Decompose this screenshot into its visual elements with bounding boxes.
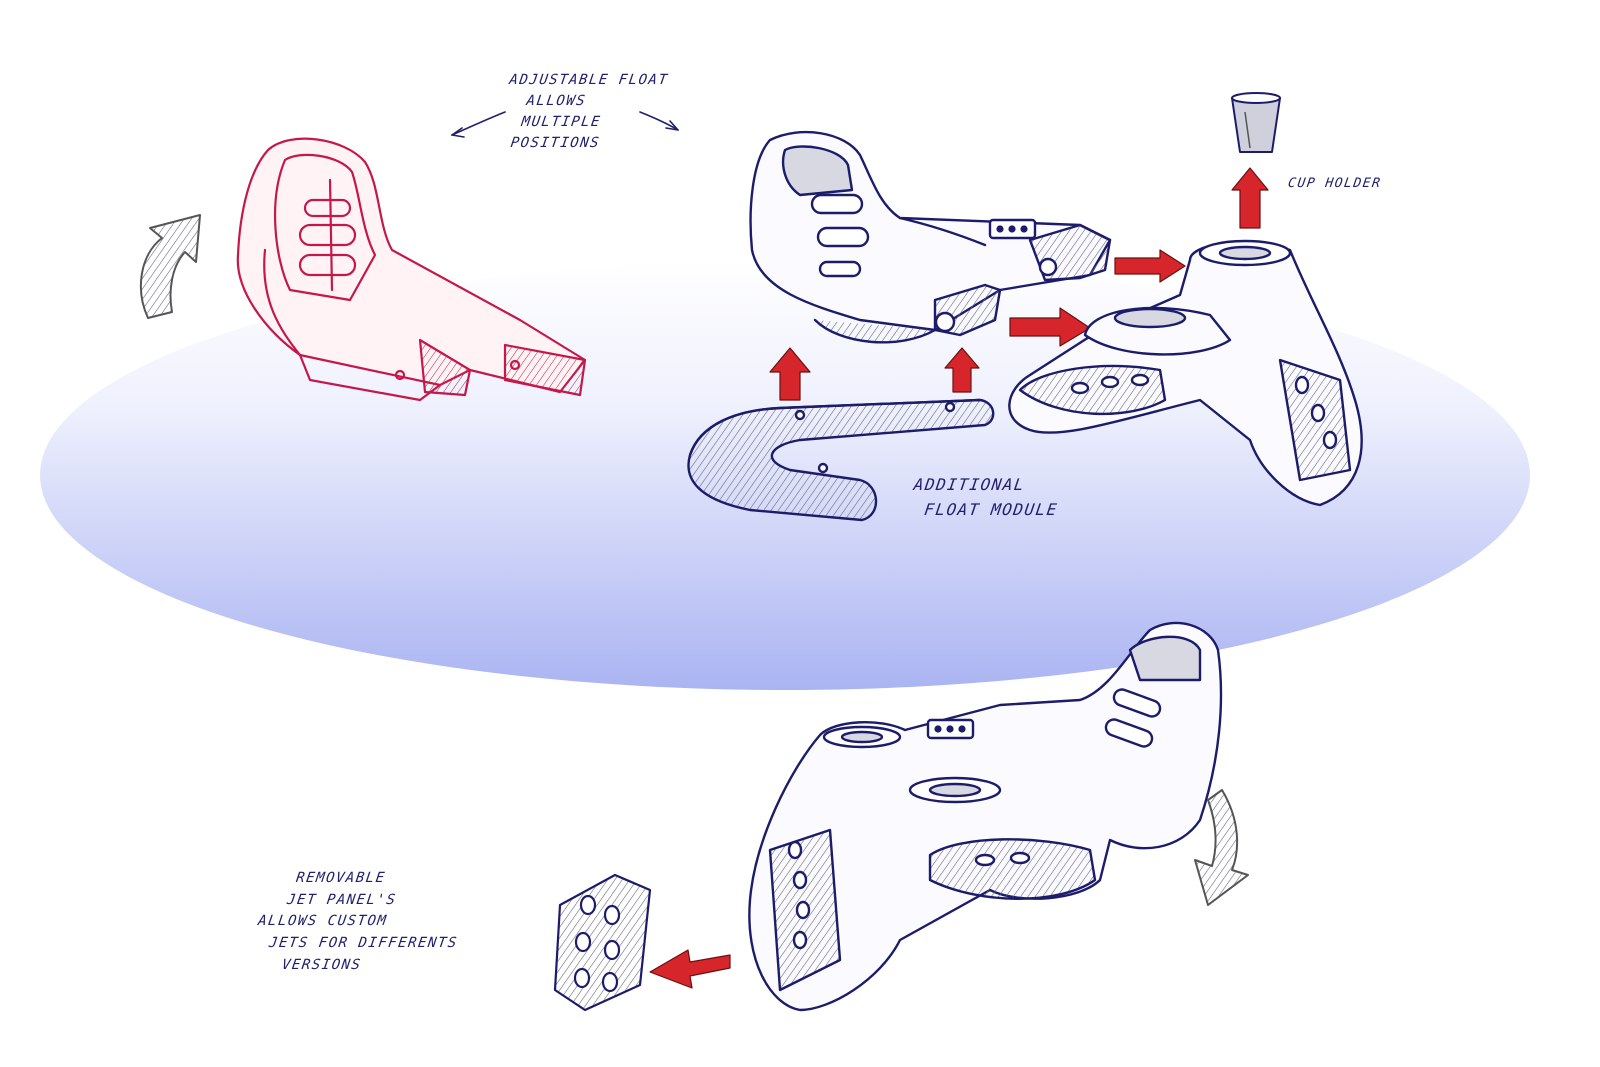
note-line: JET PANEL'S <box>286 891 398 908</box>
note-line: ADJUSTABLE FLOAT <box>508 72 670 88</box>
jet-panel-piece <box>553 873 652 1012</box>
note-line: POSITIONS <box>509 135 602 151</box>
curved-down-arrow-icon <box>1194 789 1249 906</box>
adjustable-float-arrows <box>451 111 679 138</box>
removable-jet-panels-note: REMOVABLE JET PANEL'S ALLOWS CUSTOM JETS… <box>250 868 468 976</box>
curved-arrow-icon <box>139 214 201 319</box>
note-line: FLOAT MODULE <box>923 499 1060 519</box>
red-arrow-icon <box>769 167 1269 401</box>
additional-float-module-note: ADDITIONAL FLOAT MODULE <box>909 473 1064 523</box>
note-line: ALLOWS CUSTOM <box>256 913 389 930</box>
cup-holder-note: CUP HOLDER <box>1287 174 1383 194</box>
cup-icon <box>1231 92 1281 153</box>
note-line: JETS FOR DIFFERENTS <box>267 935 459 952</box>
additional-float-module <box>687 398 995 522</box>
note-line: ALLOWS <box>525 93 588 109</box>
red-arrow-icon <box>649 949 731 989</box>
seat-sketch-red <box>236 137 587 402</box>
adjustable-float-note: ADJUSTABLE FLOAT ALLOWS MULTIPLE POSITIO… <box>499 70 670 154</box>
note-line: MULTIPLE <box>520 114 603 130</box>
note-line: ADDITIONAL <box>912 475 1027 494</box>
assembled-seat-sketch <box>748 621 1223 1012</box>
base-module-sketch <box>1008 239 1363 507</box>
note-line: VERSIONS <box>280 956 363 973</box>
note-line: REMOVABLE <box>295 870 387 886</box>
note-line: CUP HOLDER <box>1286 176 1383 191</box>
seat-sketch-exploded <box>749 130 1112 344</box>
